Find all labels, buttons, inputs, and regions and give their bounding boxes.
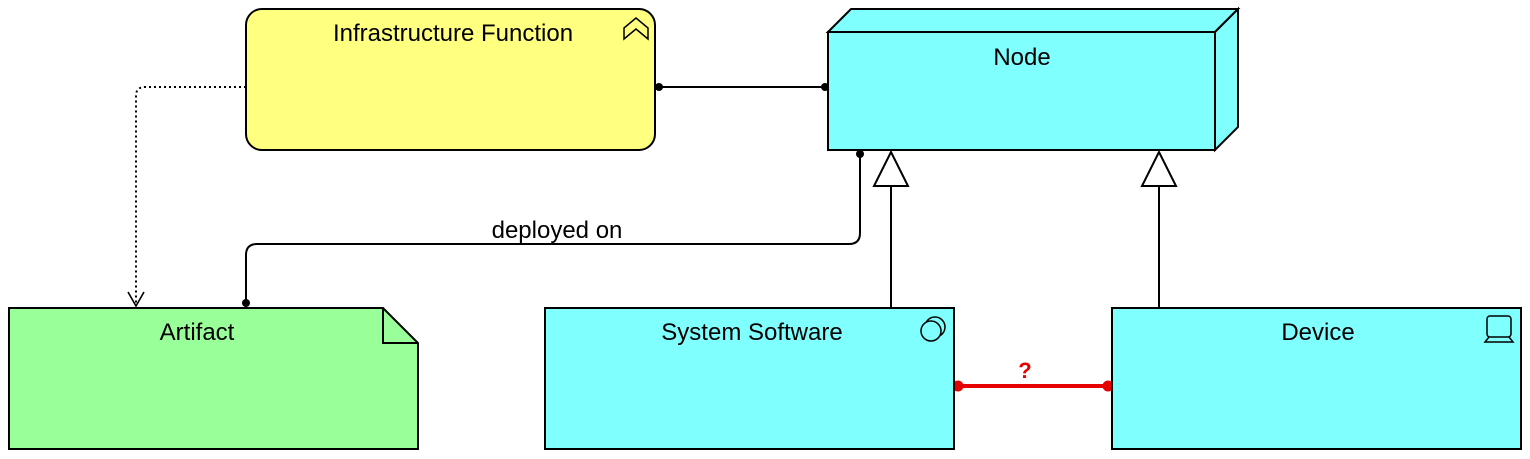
assignment-dot-icon xyxy=(242,299,250,307)
element-label: Infrastructure Function xyxy=(333,20,573,47)
relation-device-node[interactable] xyxy=(1140,149,1178,307)
relation-end-dot-icon xyxy=(952,380,964,392)
element-node[interactable]: Node xyxy=(825,6,1241,153)
relation-function-artifact[interactable] xyxy=(127,86,246,308)
specialization-arrowhead-icon xyxy=(872,149,910,187)
element-label: System Software xyxy=(661,319,842,346)
specialization-arrowhead-icon xyxy=(1140,149,1178,187)
relation-deployed-on[interactable]: deployed on xyxy=(242,150,864,307)
assignment-dot-icon xyxy=(655,83,663,91)
system-software-icon xyxy=(920,316,946,342)
relation-label-unknown: ? xyxy=(1018,358,1031,383)
element-system-software[interactable]: System Software xyxy=(544,307,955,450)
relation-system-software-node[interactable] xyxy=(872,149,910,307)
relation-function-node[interactable] xyxy=(655,83,829,91)
element-infrastructure-function[interactable]: Infrastructure Function xyxy=(245,8,656,151)
arrowhead-icon xyxy=(127,291,145,308)
node-top-face xyxy=(825,8,1241,33)
element-label: Node xyxy=(993,44,1050,71)
function-chevron-icon xyxy=(623,17,649,41)
device-monitor-icon xyxy=(1483,315,1515,343)
folded-corner-icon xyxy=(382,308,418,344)
relation-label-deployed-on: deployed on xyxy=(492,217,623,244)
assignment-dot-icon xyxy=(856,150,864,158)
element-label: Device xyxy=(1281,319,1354,346)
element-label: Artifact xyxy=(160,319,235,346)
element-device[interactable]: Device xyxy=(1111,307,1522,450)
element-artifact[interactable]: Artifact xyxy=(8,307,419,450)
relation-unknown[interactable]: ? xyxy=(952,358,1114,392)
node-side-face xyxy=(1214,6,1239,153)
relation-end-dot-icon xyxy=(1102,380,1114,392)
